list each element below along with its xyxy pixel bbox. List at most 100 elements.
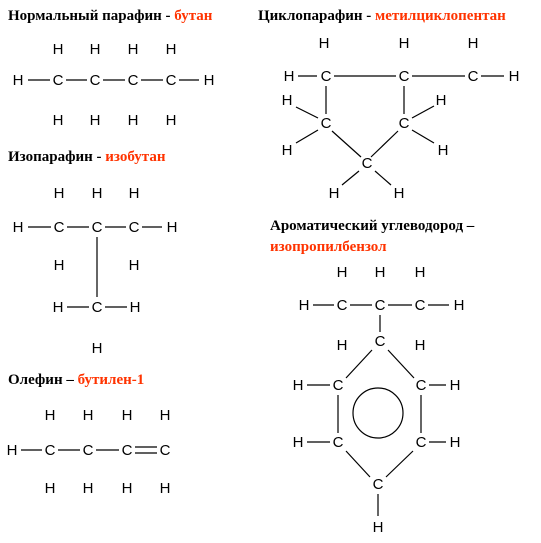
hydrogen-atom: H [53, 299, 64, 316]
hydrogen-atom: H [319, 35, 330, 52]
carbon-atom: C [160, 442, 171, 459]
hydrogen-atom: H [450, 434, 461, 451]
hydrogen-atom: H [54, 257, 65, 274]
title-isoparaffin: Изопарафин - изобутан [8, 149, 165, 166]
hydrogen-atom: H [299, 297, 310, 314]
hydrogen-atom: H [166, 112, 177, 129]
carbon-atom: C [375, 297, 386, 314]
title-normal-paraffin: Нормальный парафин - бутан [8, 8, 212, 25]
carbon-atom: C [92, 299, 103, 316]
compound-name: бутилен-1 [77, 372, 145, 388]
bond [374, 170, 392, 186]
hydrogen-atom: H [90, 112, 101, 129]
carbon-atom: C [128, 72, 139, 89]
carbon-atom: C [129, 219, 140, 236]
bond [370, 130, 399, 158]
hydrogen-atom: H [122, 480, 133, 497]
title-cycloparaffin: Циклопарафин - метилциклопентан [258, 8, 506, 25]
title-prefix: Олефин – [8, 372, 78, 388]
hydrogen-atom: H [204, 72, 215, 89]
compound-name: бутан [174, 8, 213, 24]
hydrogen-atom: H [160, 480, 171, 497]
hydrogen-atom: H [436, 92, 447, 109]
carbon-atom: C [415, 297, 426, 314]
title-prefix: Циклопарафин - [258, 8, 376, 24]
hydrogen-atom: H [13, 72, 24, 89]
carbon-atom: C [373, 476, 384, 493]
hydrogen-atom: H [129, 185, 140, 202]
title-prefix: Нормальный парафин - [8, 8, 175, 24]
bond [411, 105, 435, 119]
carbon-atom: C [90, 72, 101, 89]
carbon-atom: C [399, 68, 410, 85]
carbon-atom: C [83, 442, 94, 459]
hydrogen-atom: H [399, 35, 410, 52]
carbon-atom: C [321, 68, 332, 85]
bond [345, 450, 371, 478]
hydrogen-atom: H [337, 264, 348, 281]
carbon-atom: C [54, 219, 65, 236]
hydrogen-atom: H [92, 340, 103, 357]
hydrogen-atom: H [129, 257, 140, 274]
hydrogen-atom: H [54, 185, 65, 202]
bond [331, 130, 362, 158]
hydrogen-atom: H [284, 68, 295, 85]
hydrogen-atom: H [167, 219, 178, 236]
hydrogen-atom: H [454, 297, 465, 314]
hydrogen-atom: H [160, 407, 171, 424]
carbon-atom: C [468, 68, 479, 85]
carbon-atom: C [416, 434, 427, 451]
compound-name: изопропилбензол [270, 239, 387, 255]
hydrogen-atom: H [375, 264, 386, 281]
hydrogen-atom: H [438, 142, 449, 159]
hydrogen-atom: H [92, 185, 103, 202]
hydrogen-atom: H [53, 112, 64, 129]
hydrogen-atom: H [450, 377, 461, 394]
hydrogen-atom: H [337, 337, 348, 354]
carbon-atom: C [416, 377, 427, 394]
hydrogen-atom: H [7, 442, 18, 459]
aromatic-ring-circle [352, 387, 404, 439]
hydrogen-atom: H [13, 219, 24, 236]
bond [295, 129, 319, 144]
hydrogen-atom: H [509, 68, 520, 85]
title-aromatic: Ароматический углеводород – [270, 218, 474, 235]
hydrogen-atom: H [373, 519, 384, 536]
carbon-atom: C [333, 434, 344, 451]
hydrogen-atom: H [53, 41, 64, 58]
hydrogen-atom: H [282, 142, 293, 159]
bond [385, 450, 414, 478]
bond [345, 349, 373, 379]
hydrogen-atom: H [90, 41, 101, 58]
hydrogen-atom: H [293, 377, 304, 394]
hydrogen-atom: H [166, 41, 177, 58]
hydrogen-atom: H [468, 35, 479, 52]
hydrogen-atom: H [45, 407, 56, 424]
hydrogen-atom: H [128, 41, 139, 58]
carbon-atom: C [92, 219, 103, 236]
carbon-atom: C [166, 72, 177, 89]
carbon-atom: C [375, 333, 386, 350]
compound-name: метилциклопентан [375, 8, 506, 24]
carbon-atom: C [45, 442, 56, 459]
title-line1: Ароматический углеводород – [270, 218, 475, 234]
carbon-atom: C [53, 72, 64, 89]
hydrogen-atom: H [122, 407, 133, 424]
bond [387, 349, 415, 379]
carbon-atom: C [399, 115, 410, 132]
hydrogen-atom: H [282, 92, 293, 109]
hydrogen-atom: H [128, 112, 139, 129]
title-olefin: Олефин – бутилен-1 [8, 372, 144, 389]
title-aromatic-name: изопропилбензол [270, 239, 387, 256]
carbon-atom: C [321, 115, 332, 132]
hydrogen-atom: H [329, 185, 340, 202]
carbon-atom: C [122, 442, 133, 459]
carbon-atom: C [333, 377, 344, 394]
hydrogen-atom: H [415, 337, 426, 354]
hydrogen-atom: H [83, 480, 94, 497]
hydrogen-atom: H [293, 434, 304, 451]
bond [411, 129, 435, 144]
carbon-atom: C [337, 297, 348, 314]
hydrogen-atom: H [415, 264, 426, 281]
